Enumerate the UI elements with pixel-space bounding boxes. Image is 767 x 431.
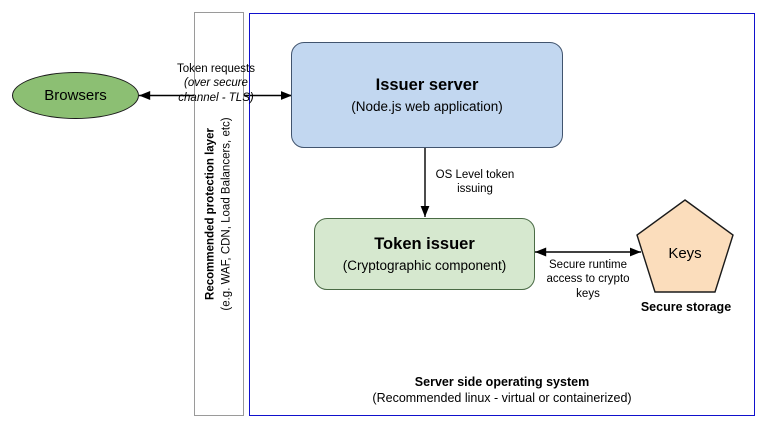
node-token-issuer[interactable]: Token issuer (Cryptographic component) [314, 218, 535, 290]
node-browsers-label: Browsers [44, 87, 107, 104]
node-browsers[interactable]: Browsers [12, 72, 139, 119]
protection-layer-label: Recommended protection layer (e.g. WAF, … [203, 117, 234, 310]
node-token-issuer-subtitle: (Cryptographic component) [342, 257, 507, 273]
secure-runtime-line3: keys [576, 287, 600, 300]
server-side-os-title: Server side operating system [414, 375, 590, 389]
os-level-line2: issuing [457, 183, 493, 196]
server-side-os-subtitle: (Recommended linux - virtual or containe… [372, 391, 632, 406]
node-issuer-server-title: Issuer server [375, 75, 479, 94]
connector-label-os-level-issuing: OS Level token issuing [420, 168, 530, 197]
token-requests-line2: (over secure [184, 77, 248, 90]
node-issuer-server[interactable]: Issuer server (Node.js web application) [291, 42, 563, 148]
node-token-issuer-title: Token issuer [374, 234, 475, 253]
node-issuer-server-subtitle: (Node.js web application) [351, 98, 503, 114]
server-side-os-caption: Server side operating system (Recommende… [300, 374, 704, 407]
protection-layer-subtitle: (e.g. WAF, CDN, Load Balancers, etc) [220, 117, 232, 311]
secure-runtime-line2: access to crypto [546, 273, 630, 286]
os-level-line1: OS Level token [435, 169, 515, 181]
connector-label-secure-runtime: Secure runtime access to crypto keys [538, 258, 638, 301]
protection-layer-container: Recommended protection layer (e.g. WAF, … [194, 12, 244, 416]
secure-runtime-line1: Secure runtime [549, 259, 627, 271]
node-keys[interactable]: Keys [637, 200, 733, 296]
server-side-os-container [249, 13, 755, 416]
connector-label-token-requests: Token requests (over secure channel - TL… [160, 62, 272, 105]
token-requests-line1: Token requests [177, 63, 255, 75]
secure-storage-caption: Secure storage [640, 300, 732, 314]
protection-layer-title: Recommended protection layer [204, 128, 217, 300]
token-requests-line3: channel - TLS) [178, 91, 254, 104]
node-keys-label: Keys [668, 244, 702, 262]
